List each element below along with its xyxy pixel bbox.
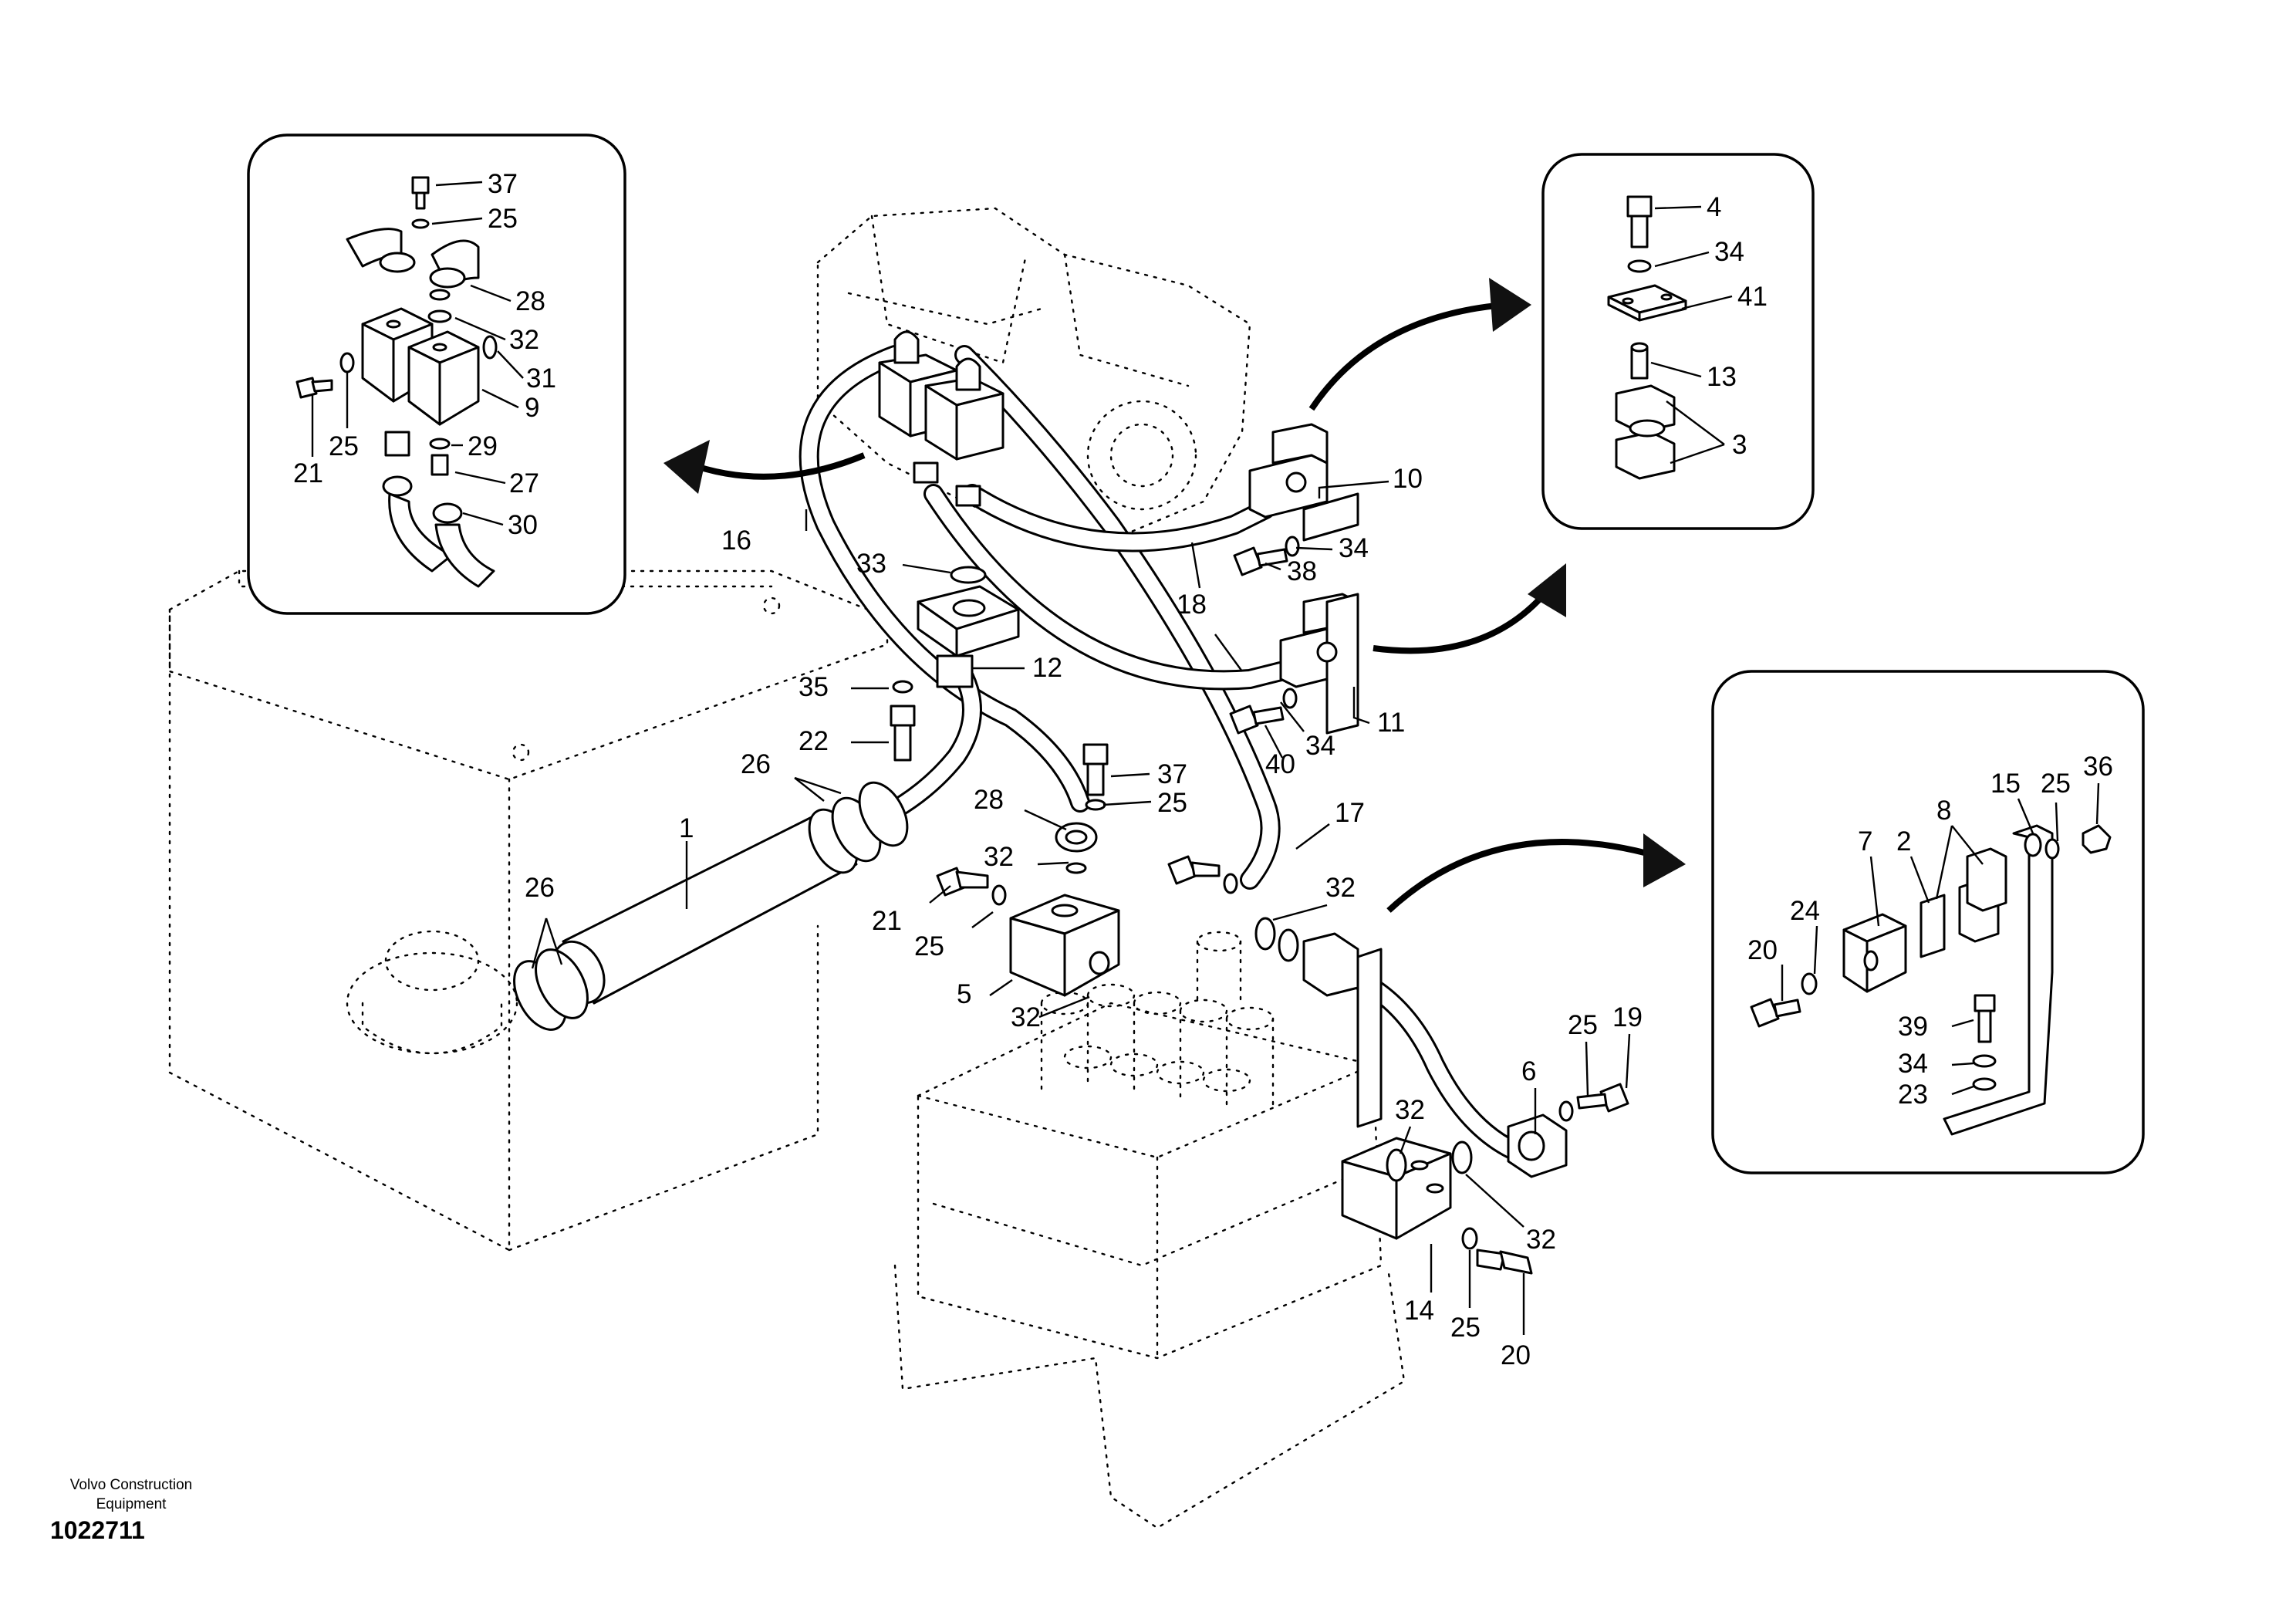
callout-4: 4: [1707, 192, 1721, 222]
callout-33: 33: [856, 549, 886, 579]
callout-16: 16: [721, 525, 751, 556]
callout-36: 36: [2083, 752, 2113, 782]
callout-25: 25: [2041, 769, 2071, 799]
callout-7: 7: [1858, 826, 1872, 857]
control-valve-outline: [893, 931, 1406, 1529]
callout-32: 32: [509, 325, 539, 355]
callout-19: 19: [1612, 1002, 1643, 1032]
detail-panel-top-right: [1541, 153, 1815, 530]
callout-27: 27: [509, 468, 539, 498]
callout-12: 12: [1032, 653, 1062, 683]
callout-6: 6: [1521, 1056, 1536, 1086]
callout-28: 28: [515, 286, 545, 316]
callout-21: 21: [872, 906, 902, 936]
callout-32: 32: [1395, 1095, 1425, 1125]
callout-39: 39: [1898, 1012, 1928, 1042]
leader-lines: [311, 181, 2100, 1335]
brand-name: Volvo Construction Equipment: [46, 1475, 216, 1514]
brand-line-1: Volvo Construction: [69, 1477, 193, 1493]
detail-panel-bottom-right: [1711, 670, 2145, 1174]
callout-30: 30: [508, 510, 538, 540]
document-number: 1022711: [50, 1516, 145, 1544]
callout-29: 29: [468, 431, 498, 461]
callout-37: 37: [1157, 759, 1187, 789]
callout-18: 18: [1177, 590, 1207, 620]
hose-1: [552, 809, 858, 1005]
hydraulic-tank-outline: [168, 569, 889, 1252]
callout-31: 31: [526, 363, 556, 394]
callout-11: 11: [1377, 708, 1405, 738]
callout-13: 13: [1707, 362, 1737, 392]
callout-15: 15: [1990, 769, 2021, 799]
callout-17: 17: [1335, 798, 1365, 828]
pump-valve-blocks: [878, 330, 1004, 507]
callout-25: 25: [1157, 788, 1187, 818]
pipe-clamp: [1302, 932, 1383, 1128]
callout-20: 20: [1501, 1340, 1531, 1370]
callout-22: 22: [799, 726, 829, 756]
callout-20: 20: [1747, 935, 1778, 965]
callout-25: 25: [914, 931, 944, 961]
callout-23: 23: [1898, 1080, 1928, 1110]
callout-24: 24: [1790, 896, 1820, 926]
callout-32: 32: [1011, 1002, 1041, 1032]
detail-panel-left: [247, 133, 626, 615]
callout-8: 8: [1936, 796, 1951, 826]
bracket-11: [1279, 593, 1359, 735]
callout-14: 14: [1404, 1296, 1434, 1326]
bracket-10: [1248, 423, 1359, 542]
callout-34: 34: [1714, 237, 1744, 267]
callout-26: 26: [741, 749, 771, 779]
callout-28: 28: [974, 785, 1004, 815]
detail-arrows: [663, 278, 1686, 913]
callout-34: 34: [1898, 1049, 1928, 1079]
callout-1: 1: [679, 813, 694, 843]
valve-block-5: [1009, 894, 1120, 997]
callout-10: 10: [1393, 464, 1423, 494]
callout-40: 40: [1265, 749, 1295, 779]
flange-block-12: [917, 585, 1020, 688]
callout-21: 21: [293, 458, 323, 488]
hydraulic-pump-outline: [816, 207, 1251, 542]
callout-34: 34: [1339, 533, 1369, 563]
callout-25: 25: [488, 204, 518, 234]
callout-37: 37: [488, 169, 518, 199]
callout-25: 25: [1450, 1313, 1481, 1343]
hose-clamp-26: [513, 781, 909, 1031]
callout-labels: 37 25 28 32 31 9 25 21 29 27 30 4 34 41 …: [293, 169, 2113, 1370]
hoses: [799, 345, 1522, 1160]
fasteners-center: [890, 536, 1629, 1275]
callout-34: 34: [1305, 731, 1335, 761]
flange-6: [1507, 1113, 1568, 1178]
callout-25: 25: [329, 431, 359, 461]
callout-38: 38: [1287, 556, 1317, 586]
callout-2: 2: [1896, 826, 1911, 857]
callout-9: 9: [525, 393, 539, 423]
callout-32: 32: [1526, 1225, 1556, 1255]
callout-26: 26: [525, 873, 555, 903]
callout-32: 32: [1325, 873, 1356, 903]
callout-35: 35: [799, 672, 829, 702]
callout-3: 3: [1732, 430, 1747, 460]
callout-25: 25: [1568, 1010, 1598, 1040]
brand-line-2: Equipment: [96, 1496, 167, 1512]
callout-5: 5: [957, 979, 971, 1009]
callout-32: 32: [984, 842, 1014, 872]
callout-41: 41: [1737, 282, 1768, 312]
